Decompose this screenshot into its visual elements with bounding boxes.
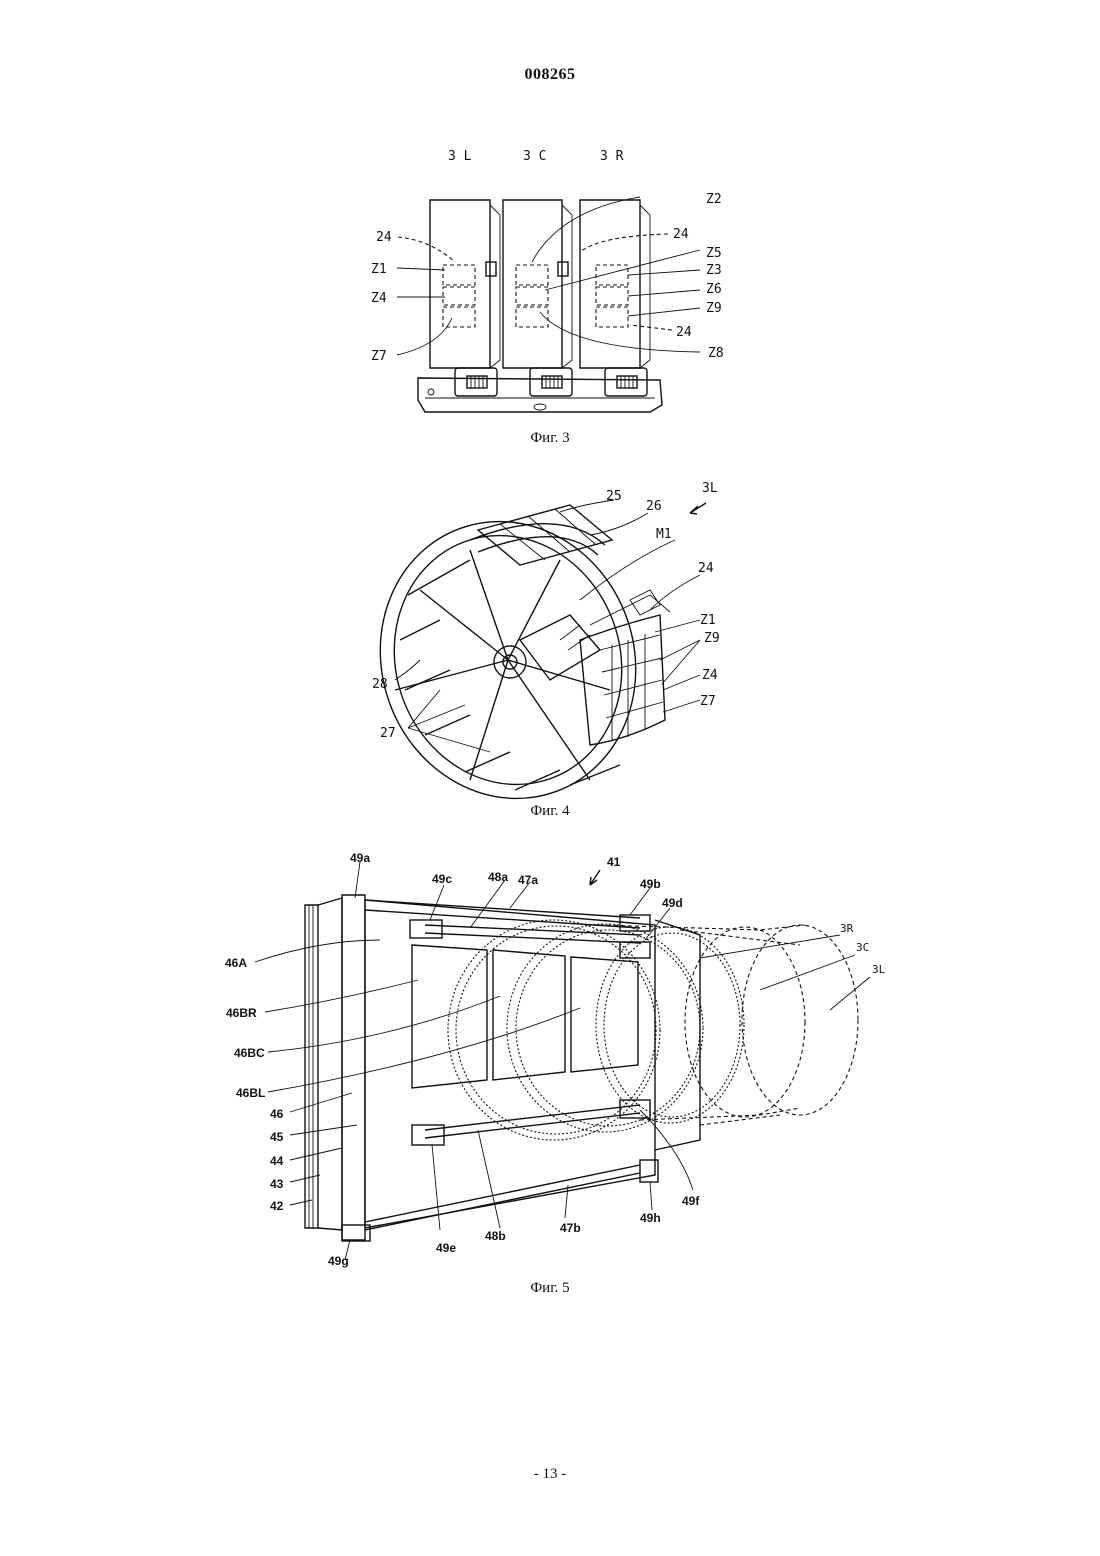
label-z3: Z3 bbox=[706, 263, 722, 278]
label-z9: Z9 bbox=[706, 301, 722, 316]
unit-3c bbox=[503, 200, 572, 368]
label-46a: 46A bbox=[225, 956, 247, 970]
label-3r: 3 R bbox=[600, 149, 624, 164]
label-48b: 48b bbox=[485, 1229, 506, 1243]
label-z9: Z9 bbox=[704, 631, 720, 646]
figure-3-caption: Фиг. 3 bbox=[0, 430, 1100, 447]
label-42: 42 bbox=[270, 1199, 284, 1213]
label-46bc: 46BC bbox=[234, 1046, 265, 1060]
figure-5-drawing: 49a 49c 48a 47a 41 49b 49d 46A 46BR 46BC… bbox=[0, 845, 1100, 1270]
label-26: 26 bbox=[646, 499, 662, 514]
connector-left bbox=[455, 368, 497, 396]
unit-3l bbox=[430, 200, 500, 368]
label-49b: 49b bbox=[640, 877, 661, 891]
label-27: 27 bbox=[380, 726, 396, 741]
label-z2: Z2 bbox=[706, 192, 722, 207]
label-43: 43 bbox=[270, 1177, 284, 1191]
label-z7: Z7 bbox=[371, 349, 387, 364]
unit-3r bbox=[580, 200, 650, 368]
label-z4: Z4 bbox=[702, 668, 718, 683]
label-28: 28 bbox=[372, 677, 388, 692]
label-24-right-bottom: 24 bbox=[676, 325, 692, 340]
label-3l: 3L bbox=[702, 481, 718, 496]
label-24-right-top: 24 bbox=[673, 227, 689, 242]
label-46bl: 46BL bbox=[236, 1086, 265, 1100]
figure-3-drawing: 3 L 3 C 3 R 24 Z1 Z4 Z7 Z2 24 Z5 Z3 Z6 Z… bbox=[0, 135, 1100, 430]
label-z1: Z1 bbox=[700, 613, 716, 628]
label-z1: Z1 bbox=[371, 262, 387, 277]
label-46: 46 bbox=[270, 1107, 284, 1121]
label-47b: 47b bbox=[560, 1221, 581, 1235]
rails bbox=[365, 900, 640, 1230]
label-24: 24 bbox=[698, 561, 714, 576]
label-24-left: 24 bbox=[376, 230, 392, 245]
label-3l: 3 L bbox=[448, 149, 472, 164]
label-49d: 49d bbox=[662, 896, 683, 910]
label-49a: 49a bbox=[350, 851, 370, 865]
label-47a: 47a bbox=[518, 873, 538, 887]
label-49c: 49c bbox=[432, 872, 452, 886]
label-25: 25 bbox=[606, 489, 622, 504]
label-49g: 49g bbox=[328, 1254, 349, 1268]
drum-wheel bbox=[342, 485, 675, 800]
drums-outline bbox=[448, 920, 858, 1140]
label-z5: Z5 bbox=[706, 246, 722, 261]
figure-5-caption: Фиг. 5 bbox=[0, 1280, 1100, 1297]
label-m1: M1 bbox=[656, 527, 672, 542]
document-number: 008265 bbox=[0, 66, 1100, 84]
label-44: 44 bbox=[270, 1154, 284, 1168]
label-3c: 3C bbox=[856, 941, 869, 954]
label-45: 45 bbox=[270, 1130, 284, 1144]
label-3l: 3L bbox=[872, 963, 886, 976]
label-z6: Z6 bbox=[706, 282, 722, 297]
sensor-module bbox=[560, 590, 670, 745]
label-49f: 49f bbox=[682, 1194, 700, 1208]
connector-right bbox=[605, 368, 647, 396]
label-46br: 46BR bbox=[226, 1006, 257, 1020]
figure-4-drawing: 3L 25 26 M1 24 Z1 Z9 Z4 Z7 28 27 bbox=[0, 478, 1100, 800]
label-3r: 3R bbox=[840, 922, 854, 935]
connector-center bbox=[530, 368, 572, 396]
label-z7: Z7 bbox=[700, 694, 716, 709]
label-49e: 49e bbox=[436, 1241, 456, 1255]
page-number: - 13 - bbox=[0, 1466, 1100, 1483]
label-41: 41 bbox=[607, 855, 621, 869]
label-49h: 49h bbox=[640, 1211, 661, 1225]
label-3c: 3 C bbox=[523, 149, 546, 164]
label-z4: Z4 bbox=[371, 291, 387, 306]
label-z8: Z8 bbox=[708, 346, 724, 361]
label-48a: 48a bbox=[488, 870, 508, 884]
figure-4-caption: Фиг. 4 bbox=[0, 803, 1100, 820]
